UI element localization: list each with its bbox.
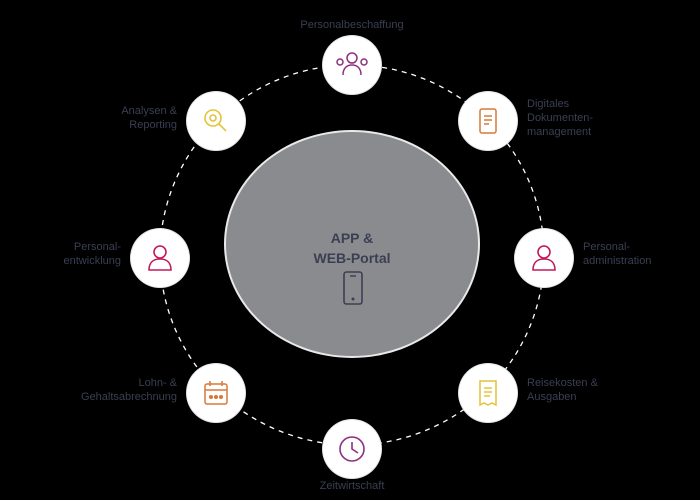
label-dokumentenmanagement: Digitales Dokumenten- management xyxy=(527,98,594,138)
label-personalentwicklung: Personal- entwicklung xyxy=(63,241,121,267)
center-circle[interactable]: APP & WEB-Portal xyxy=(224,130,480,358)
label-personaladministration: Personal- administration xyxy=(583,241,652,267)
node-zeitwirtschaft[interactable] xyxy=(323,420,381,478)
person-icon xyxy=(148,245,172,271)
node-analysen-reporting[interactable] xyxy=(187,92,245,150)
node-lohnabrechnung[interactable] xyxy=(187,364,245,422)
label-analysen-reporting: Analysen & Reporting xyxy=(121,105,177,131)
people-group-icon xyxy=(336,52,368,76)
node-dokumentenmanagement[interactable] xyxy=(459,92,517,150)
label-reisekosten: Reisekosten & Ausgaben xyxy=(527,377,598,403)
label-zeitwirtschaft: Zeitwirtschaft xyxy=(319,480,385,492)
node-reisekosten[interactable] xyxy=(459,364,517,422)
center-title-line1: APP & xyxy=(330,230,374,246)
receipt-icon xyxy=(479,380,497,407)
label-lohnabrechnung: Lohn- & Gehaltsabrechnung xyxy=(80,377,177,403)
node-personalentwicklung[interactable] xyxy=(131,229,189,287)
magnifier-icon xyxy=(204,109,227,132)
person-icon xyxy=(532,245,556,271)
calendar-icon xyxy=(204,381,228,405)
node-personalbeschaffung[interactable] xyxy=(323,36,381,94)
smartphone-icon xyxy=(343,271,363,305)
clock-icon xyxy=(339,436,365,462)
center-title: APP & WEB-Portal xyxy=(226,228,478,268)
center-title-line2: WEB-Portal xyxy=(313,250,391,266)
document-icon xyxy=(479,108,497,134)
label-personalbeschaffung: Personalbeschaffung xyxy=(300,19,404,31)
node-personaladministration[interactable] xyxy=(515,229,573,287)
